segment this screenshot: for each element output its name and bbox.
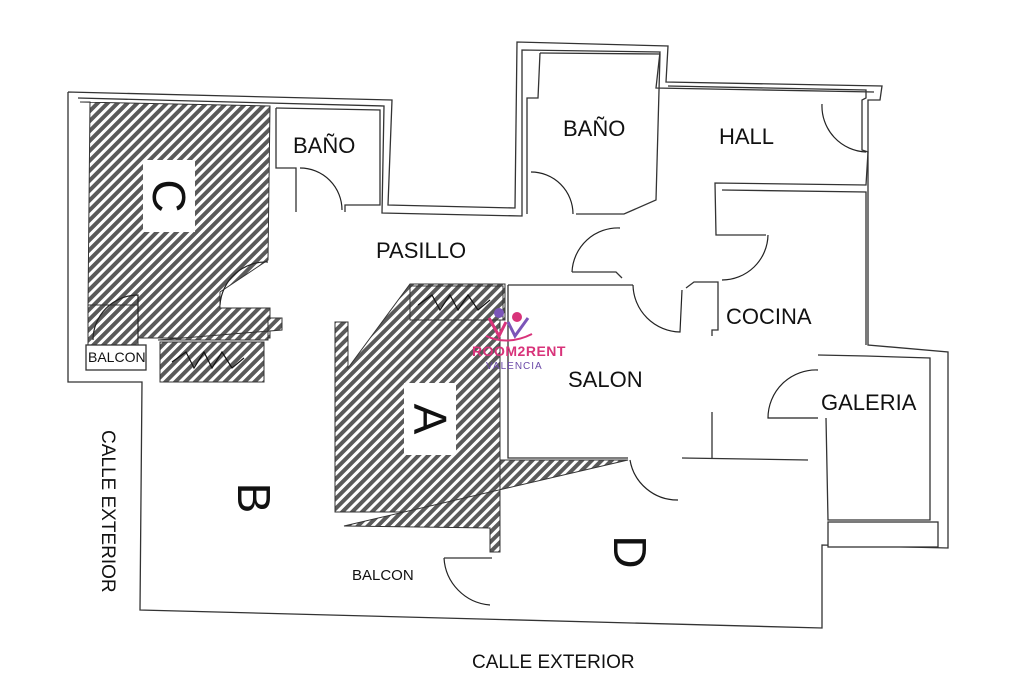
balcon-left-label: BALCON xyxy=(88,349,146,365)
door-galeria xyxy=(767,369,819,419)
room-d: BALCON D xyxy=(343,459,656,606)
door-salon-d xyxy=(629,459,679,501)
room-a-label-box xyxy=(404,383,456,455)
room-c-letter: C xyxy=(143,179,195,212)
door-balcon-d xyxy=(443,557,491,606)
hall-label: HALL xyxy=(719,124,774,149)
room-c-label-box xyxy=(143,160,195,232)
door-salon-pasillo xyxy=(632,284,683,333)
door-bano-right xyxy=(530,171,574,215)
door-c-balcony xyxy=(92,294,139,341)
street-left-label: CALLE EXTERIOR xyxy=(97,430,118,593)
room-bano-left: BAÑO xyxy=(275,107,381,212)
balcon-bottom-label: BALCON xyxy=(352,567,414,584)
room-b: B xyxy=(157,317,283,533)
room-b-label-box xyxy=(228,463,280,533)
room-bano-right: BAÑO xyxy=(526,52,661,215)
room-d-letter: D xyxy=(604,535,656,568)
door-bano-left xyxy=(299,167,343,211)
room2rent-logo: ROOM2RENT VALENCIA xyxy=(472,308,566,372)
room-pasillo: PASILLO xyxy=(219,227,769,306)
door-pasillo-c xyxy=(219,261,269,306)
door-pasillo-kitchen-arc xyxy=(571,227,621,273)
logo-city: VALENCIA xyxy=(486,361,543,372)
logo-name: ROOM2RENT xyxy=(472,343,566,359)
room-b-letter: B xyxy=(228,483,280,514)
cocina-label: COCINA xyxy=(726,304,812,329)
room-galeria: GALERIA xyxy=(767,354,939,548)
street-bottom-label: CALLE EXTERIOR xyxy=(472,652,635,673)
bano-right-label: BAÑO xyxy=(563,116,625,141)
pasillo-label: PASILLO xyxy=(376,238,466,263)
galeria-label: GALERIA xyxy=(821,390,917,415)
door-cocina xyxy=(721,234,769,281)
room-d-label-box xyxy=(604,517,656,587)
salon-label: SALON xyxy=(568,367,643,392)
room-hall: HALL xyxy=(667,85,869,236)
room-c: C BALCON xyxy=(79,101,271,371)
door-hall-entrance xyxy=(821,103,867,153)
outer-walls xyxy=(67,41,949,629)
room-a-letter: A xyxy=(404,404,456,435)
logo-figures-icon xyxy=(485,308,533,342)
room-salon: SALON xyxy=(507,284,809,501)
bano-left-label: BAÑO xyxy=(293,133,355,158)
room-a: A xyxy=(334,283,506,513)
room-cocina: COCINA xyxy=(685,189,867,345)
